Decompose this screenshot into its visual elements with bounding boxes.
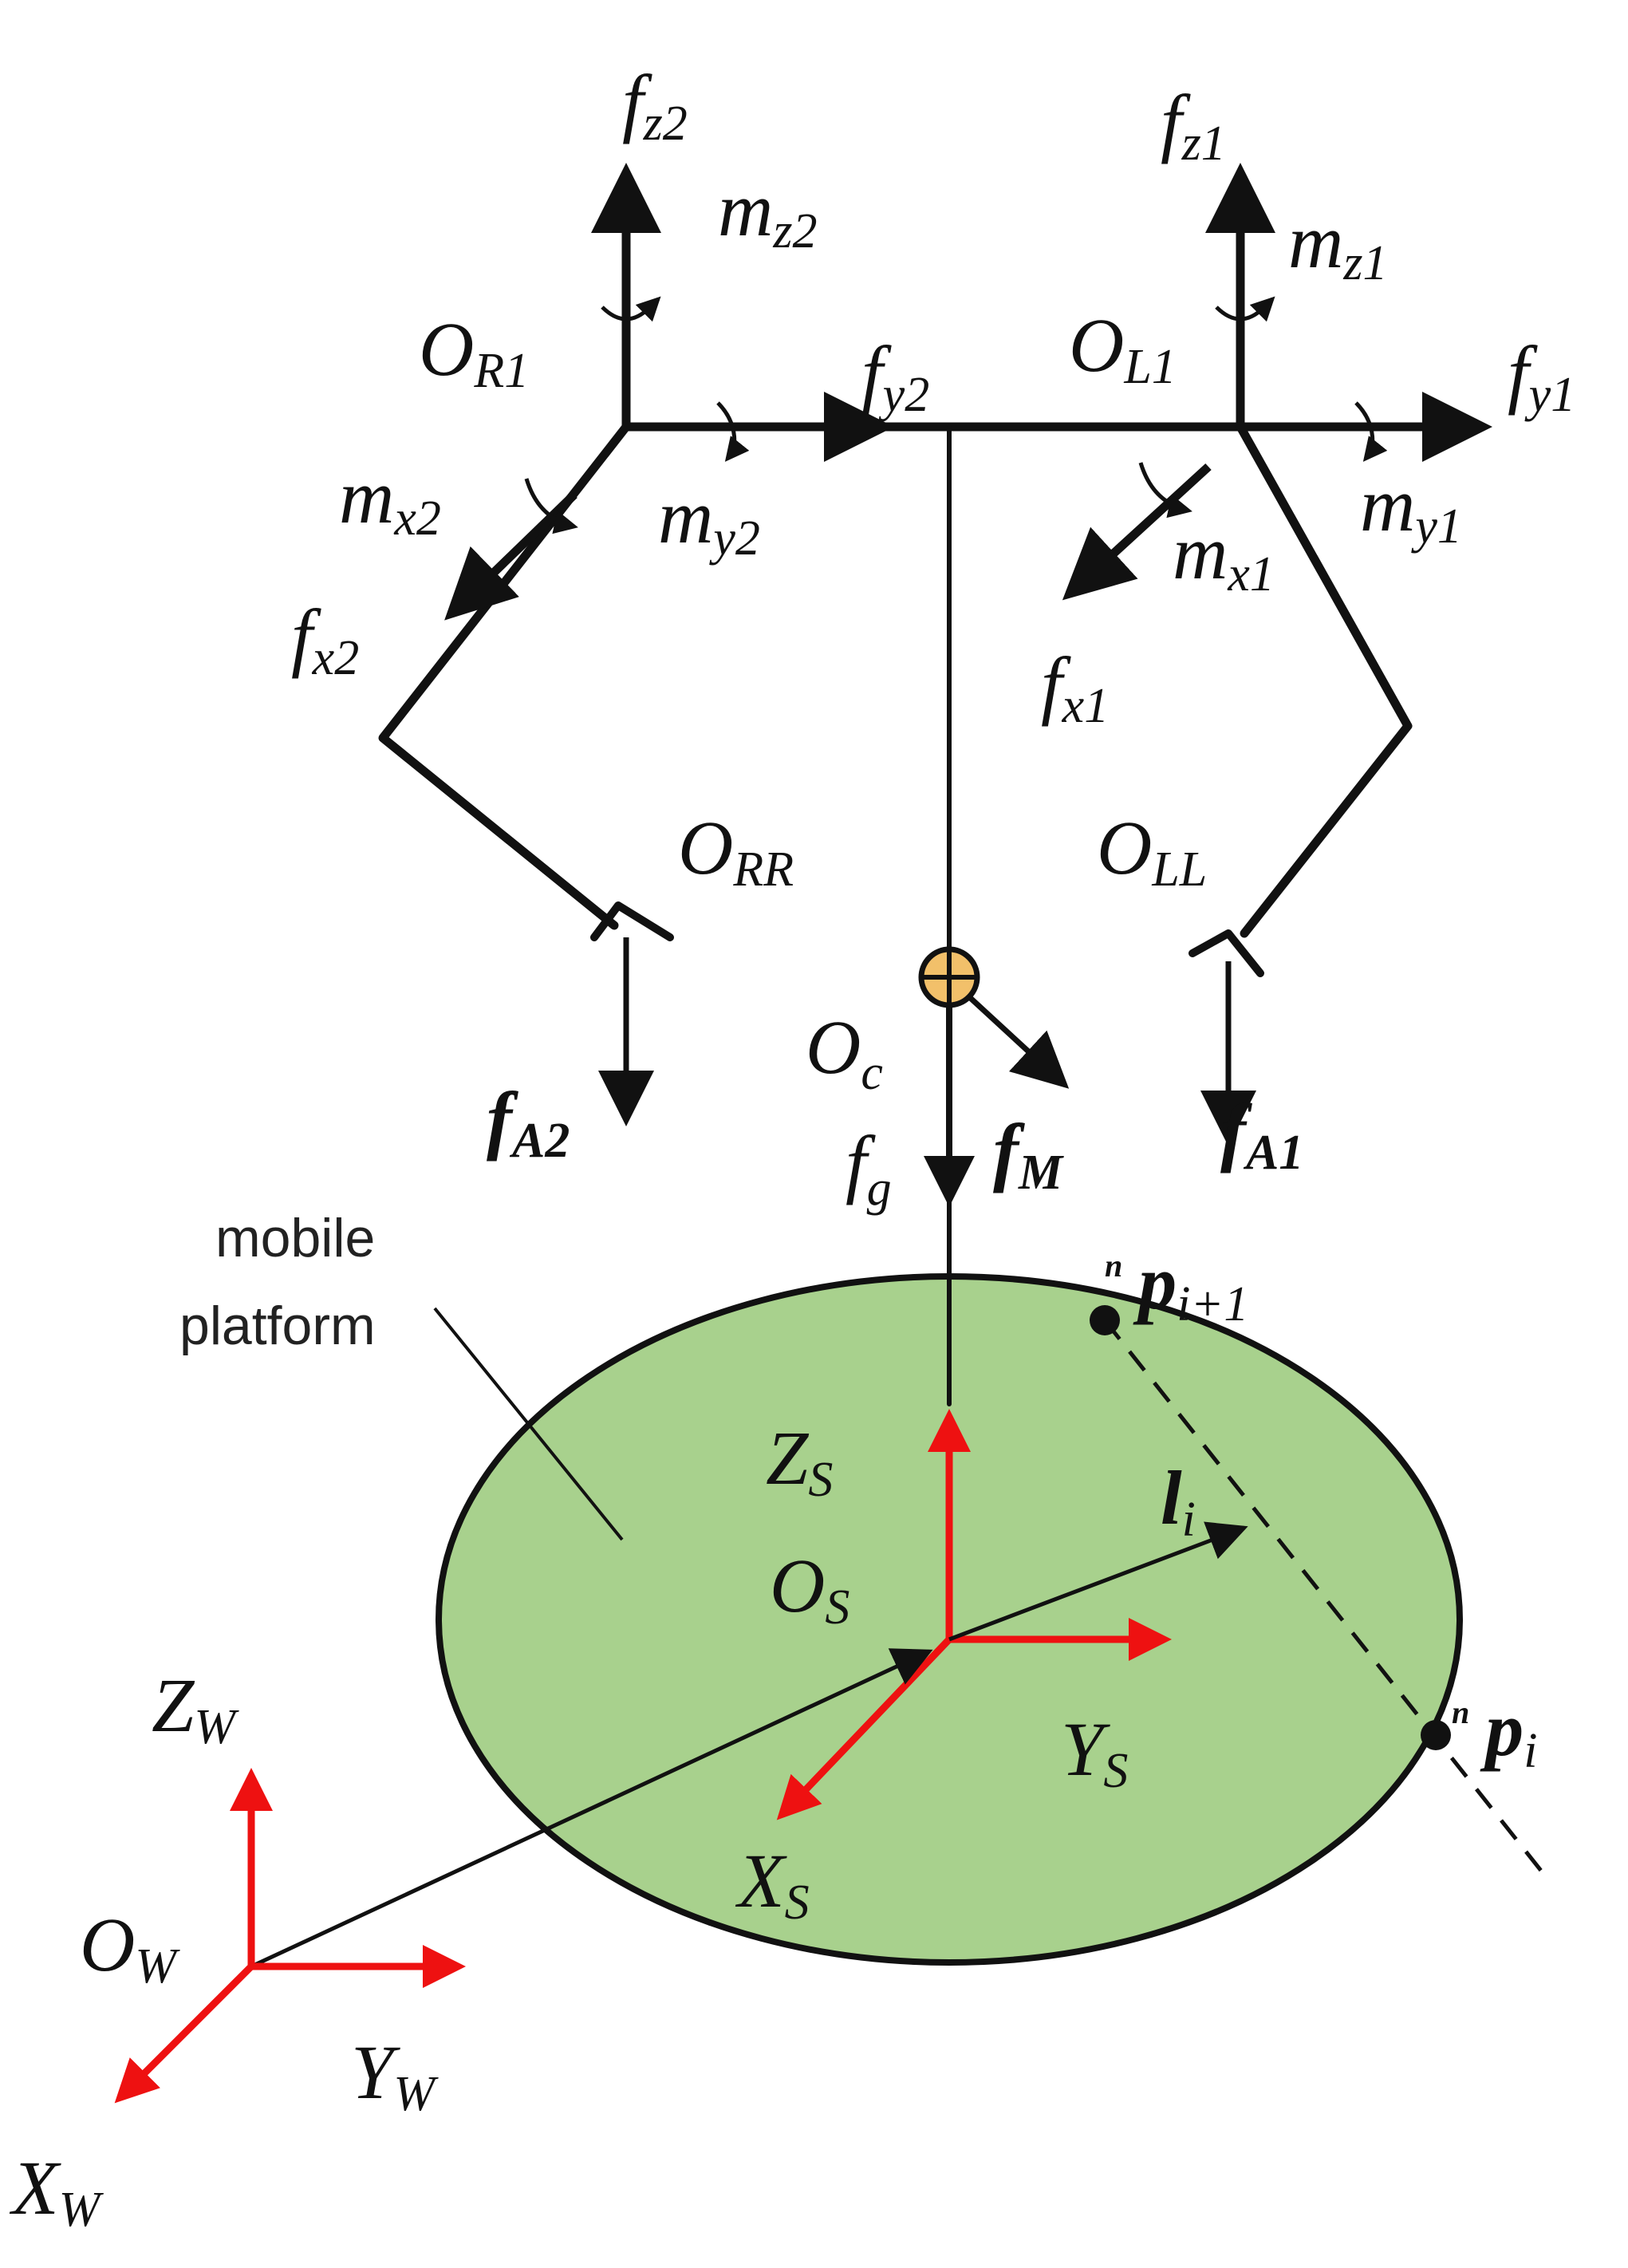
label-mx2: mx2: [339, 454, 441, 546]
label-oc: Oc: [806, 1004, 883, 1100]
label-orr: ORR: [678, 805, 794, 897]
labels: fz2 mz2 OR1 fy2 mx2 my2 fx2 ORR fA2 fz1 …: [9, 59, 1575, 2237]
label-xw: XW: [9, 2145, 104, 2237]
li-vector: [948, 1521, 1248, 1642]
label-fx2: fx2: [291, 594, 359, 685]
mz2-arc: [601, 296, 661, 322]
mx1-arc: [1138, 462, 1192, 519]
ow-to-os-line: [250, 1648, 933, 1969]
point-p-i: [1421, 1720, 1451, 1750]
label-ow: OW: [80, 1902, 180, 1994]
force-arrows-right: [1062, 163, 1492, 1146]
label-yw: YW: [351, 2029, 439, 2121]
label-ys: YS: [1061, 1706, 1128, 1798]
label-fx1: fx1: [1041, 641, 1109, 733]
mz1-arc: [1215, 296, 1275, 322]
xw-axis: [114, 1963, 254, 2104]
label-os: OS: [770, 1543, 849, 1635]
label-ol1: OL1: [1069, 302, 1177, 394]
label-oll: OLL: [1097, 805, 1207, 897]
label-fy1: fy1: [1508, 330, 1575, 422]
label-my1: my1: [1360, 462, 1462, 554]
world-frame: [114, 1768, 466, 2104]
label-fy2: fy2: [861, 330, 929, 422]
my2-arc: [716, 401, 750, 462]
label-fa2: fA2: [487, 1076, 570, 1168]
annotation-leader: [433, 1307, 624, 1541]
fx2-arrow: [444, 491, 577, 621]
label-fm: fM: [993, 1108, 1064, 1200]
label-fz1: fz1: [1161, 79, 1226, 171]
label-mx1: mx1: [1173, 510, 1275, 602]
my1-arc: [1354, 401, 1388, 462]
annotation-platform: platform: [179, 1296, 376, 1356]
label-fg: fg: [846, 1120, 892, 1216]
label-fz2: fz2: [622, 59, 688, 151]
force-arrows-left: [444, 163, 894, 1126]
label-li: li: [1161, 1455, 1196, 1547]
label-mz2: mz2: [718, 167, 817, 258]
label-mz1: mz1: [1288, 199, 1387, 290]
label-fa1: fA1: [1220, 1088, 1303, 1180]
center-of-mass: [918, 946, 1070, 1207]
annotation-mobile: mobile: [215, 1208, 375, 1268]
label-my2: my2: [658, 474, 760, 566]
label-or1: OR1: [419, 306, 529, 398]
mx2-arc: [524, 478, 578, 534]
vectors: [250, 1319, 1549, 1969]
label-zw: ZW: [152, 1663, 239, 1754]
fx1-arrow: [1062, 463, 1212, 601]
moment-arcs: [524, 296, 1388, 534]
label-zs: ZS: [766, 1415, 833, 1507]
label-xs: XS: [735, 1838, 810, 1930]
point-p-i-plus-1: [1090, 1305, 1120, 1335]
